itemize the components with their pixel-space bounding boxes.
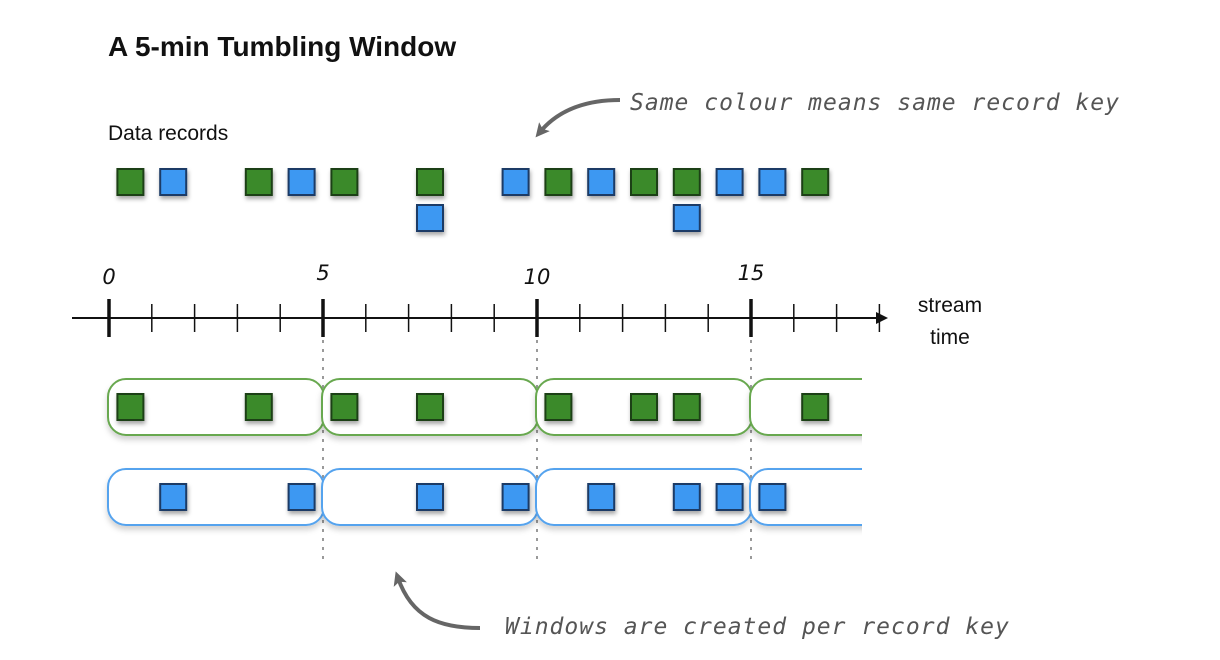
blue-window-record [587,483,616,511]
data-records [116,168,830,232]
green-window-record [330,393,359,421]
windows-arrow [393,571,481,630]
axis-label-stream: stream [918,294,982,317]
green-record [116,168,145,196]
blue-window [535,468,753,526]
blue-record [672,204,701,232]
green-window-record [244,393,273,421]
green-record [801,168,830,196]
diagram-title: A 5-min Tumbling Window [108,31,456,62]
green-window [535,378,753,436]
green-record [244,168,273,196]
same-colour-annotation: Same colour means same record key [630,90,1120,116]
data-records-label: Data records [108,122,228,145]
green-window-record [801,393,830,421]
blue-record [416,204,444,232]
windows-annotation: Windows are created per record key [505,614,1010,640]
green-window-record [544,393,573,421]
window-box [749,378,862,436]
tick-label-15: 15 [738,261,765,285]
green-window-record [672,393,701,421]
stream-time-axis: 0 5 10 15 stream time [72,261,982,349]
blue-window-record [715,483,744,511]
blue-window [321,468,539,526]
axis-label-time: time [930,326,970,349]
blue-window-record [672,483,701,511]
green-record [630,168,658,196]
green-window [107,378,325,436]
blue-window-record [501,483,530,511]
green-window [749,378,862,436]
blue-window [107,468,325,526]
green-record [416,168,444,196]
tick-label-5: 5 [316,261,329,285]
blue-record [758,168,787,196]
same-colour-arrow [535,98,621,138]
green-record [330,168,359,196]
blue-window-record [287,483,316,511]
green-window-record [630,393,658,421]
green-window-record [116,393,145,421]
blue-window [749,468,862,526]
blue-record [587,168,616,196]
green-record [672,168,701,196]
tick-label-0: 0 [102,265,115,289]
windows [107,378,862,526]
blue-record [287,168,316,196]
blue-record [159,168,188,196]
tick-label-10: 10 [524,265,551,289]
blue-window-record [758,483,787,511]
blue-record [501,168,530,196]
window-boundaries [322,340,752,560]
green-record [544,168,573,196]
green-window [321,378,539,436]
blue-record [715,168,744,196]
blue-window-record [159,483,188,511]
green-window-record [416,393,444,421]
blue-window-record [416,483,444,511]
